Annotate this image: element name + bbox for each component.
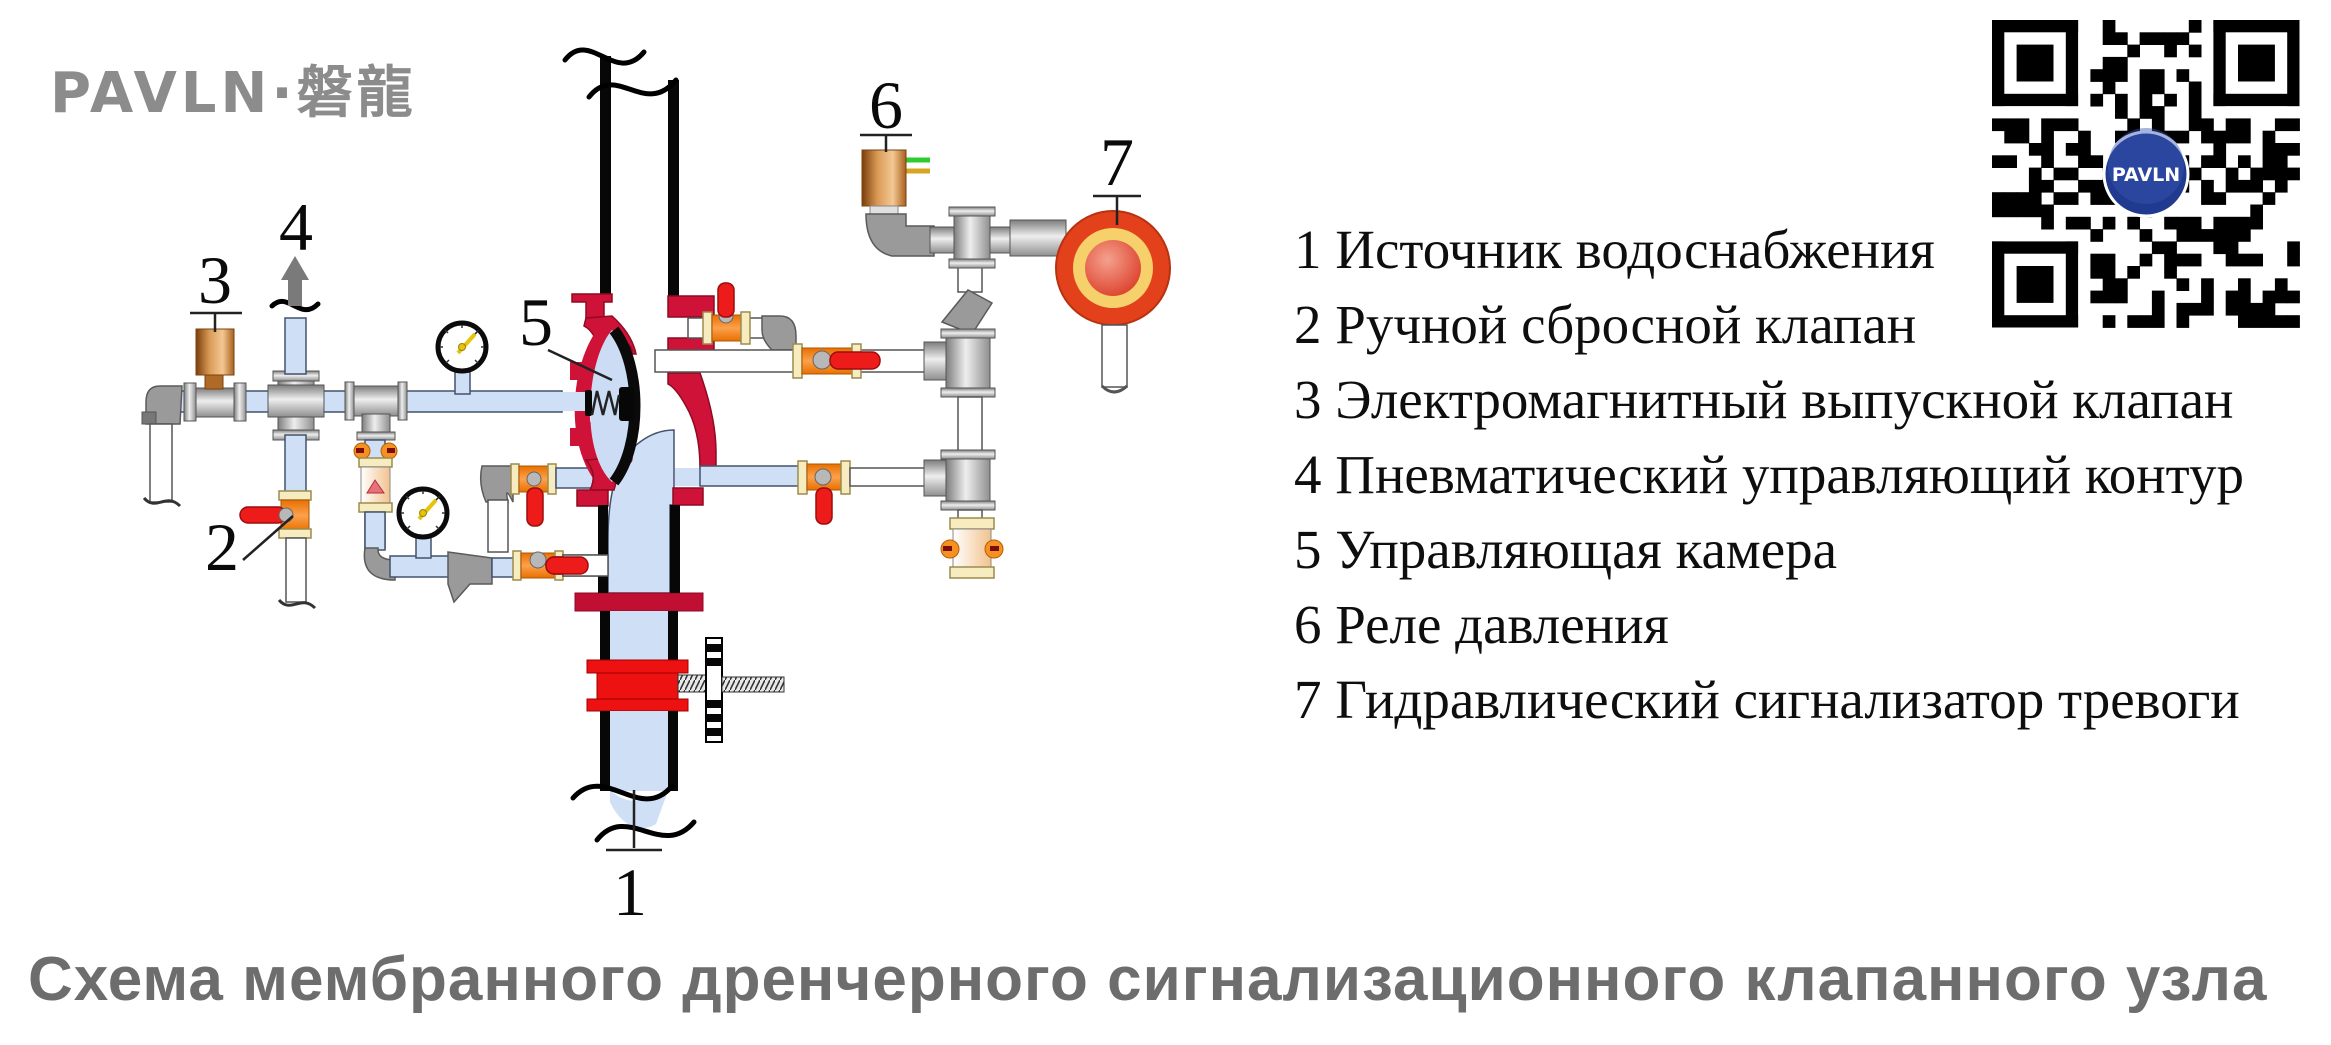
valve-handle	[829, 351, 881, 370]
legend-item: 1 Источник водоснабжения	[1294, 219, 1935, 280]
tee-fitting	[344, 381, 408, 441]
control-line	[141, 256, 609, 610]
callout-3: 3	[198, 242, 232, 318]
membrane	[609, 326, 641, 486]
pavln-logo: PAVLN·磐龍	[50, 61, 417, 126]
control-chamber	[556, 326, 641, 486]
tee-fitting	[923, 328, 996, 398]
legend-item: 6 Реле давления	[1294, 594, 1669, 655]
water-motor-gong	[1055, 210, 1171, 326]
open-pipe	[149, 423, 173, 503]
pipe-elbow-icon	[865, 213, 935, 257]
drain-funnel-icon	[447, 551, 493, 604]
qr-center-logo	[2102, 130, 2190, 218]
butterfly-valve	[586, 637, 785, 743]
legend: 1 Источник водоснабжения 2 Ручной сбросн…	[1294, 212, 2244, 737]
sight-glass	[940, 517, 1004, 579]
alarm-trim	[654, 282, 941, 525]
pressure-gauge	[438, 323, 486, 371]
callouts: 1 2 3 4 5 6 7	[190, 67, 1141, 930]
callout-1: 1	[613, 854, 647, 930]
pressure-switch	[861, 149, 930, 215]
chamber-drain-valve	[510, 463, 557, 527]
threaded-rod	[721, 676, 785, 693]
strainer-icon	[940, 289, 994, 335]
alarm-column	[923, 259, 1004, 579]
callout-4: 4	[279, 189, 313, 265]
solenoid-valve	[195, 328, 235, 390]
valve-handle	[815, 487, 833, 525]
callout-7: 7	[1100, 124, 1134, 200]
pipe-elbow-icon	[479, 465, 514, 503]
cross-fitting	[267, 370, 325, 441]
check-valve	[358, 457, 393, 513]
pipe-elbow-icon	[761, 315, 797, 351]
legend-item: 2 Ручной сбросной клапан	[1294, 294, 1917, 355]
valve-handle	[526, 487, 544, 527]
air-arrow-icon	[281, 256, 309, 306]
page-title: Схема мембранного дренчерного сигнализац…	[28, 945, 2268, 1014]
tee-fitting	[923, 449, 996, 511]
valve-stem	[705, 637, 723, 743]
qr-code: PAVLN	[1986, 14, 2306, 334]
qr-center-label: PAVLN	[2112, 164, 2180, 186]
alarm-valve	[792, 343, 881, 379]
drain-test-valve	[797, 460, 851, 525]
legend-item: 4 Пневматический управляющий контур	[1294, 444, 2244, 505]
legend-item: 5 Управляющая камера	[1294, 519, 1838, 580]
legend-item: 3 Электромагнитный выпускной клапан	[1294, 369, 2234, 430]
callout-5: 5	[519, 284, 553, 360]
spring-icon	[590, 390, 621, 416]
legend-item: 7 Гидравлический сигнализатор тревоги	[1294, 669, 2240, 730]
alarm-devices	[861, 149, 1171, 394]
valve-handle	[717, 282, 735, 318]
deluge-valve-assembly	[545, 47, 785, 852]
callout-2: 2	[205, 509, 239, 585]
manual-release-valve	[239, 490, 312, 539]
test-valve	[702, 282, 751, 345]
pressure-gauge	[399, 489, 447, 537]
tee-fitting	[948, 206, 996, 269]
callout-6: 6	[869, 67, 903, 143]
